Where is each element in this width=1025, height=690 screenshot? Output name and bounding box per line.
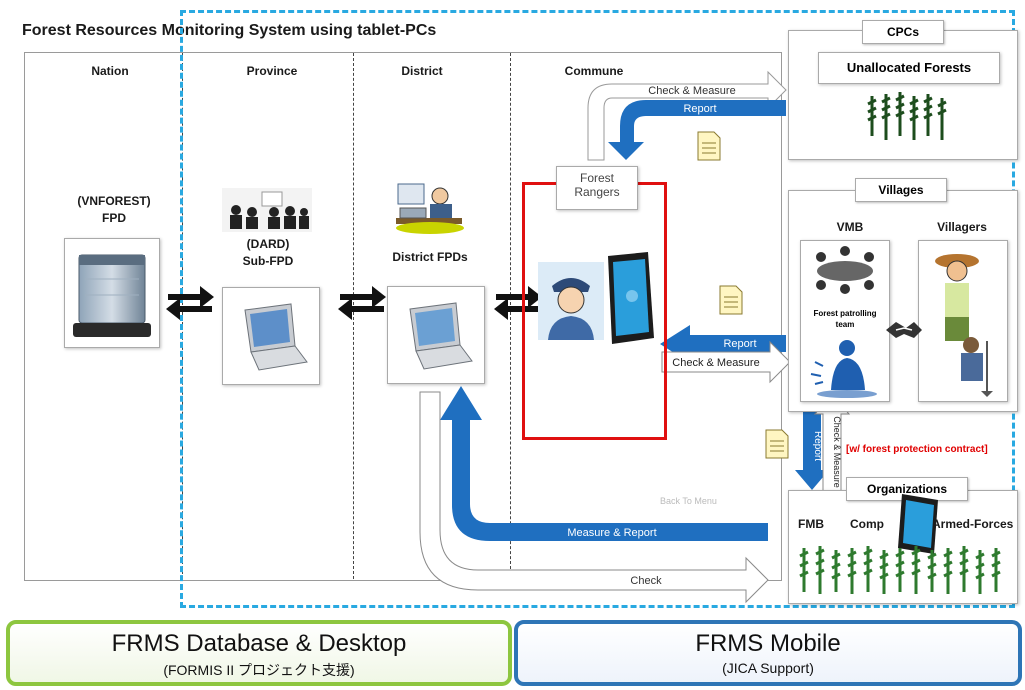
check-measure-top-text: Check & Measure: [648, 85, 735, 97]
server-panel: [64, 238, 160, 348]
handshake-icon: [886, 322, 922, 338]
check-measure-top-arrow: [587, 70, 787, 161]
sync-arrows-icon: [166, 286, 214, 320]
cpcs-tag: CPCs: [862, 20, 944, 44]
report-top-arrow-shape: [608, 100, 786, 160]
document-icon: [697, 131, 721, 161]
check-bottom-arrow: [419, 391, 769, 604]
server-icon: [73, 254, 151, 337]
measure-report-text: Measure & Report: [567, 527, 656, 539]
faint-label: Back To Menu: [660, 496, 717, 506]
unallocated-forests-label: Unallocated Forests: [818, 52, 1000, 84]
meeting-icon: [222, 188, 312, 232]
report-vert-text: Report: [812, 431, 823, 461]
admin-levels-frame: [24, 52, 782, 581]
column-divider: [353, 53, 354, 579]
report-vert-arrow: [795, 396, 829, 490]
column-header-commune: Commune: [564, 64, 624, 78]
villagers-panel: [918, 240, 1008, 402]
database-desktop-subtitle: (FORMIS II プロジェクト支援): [163, 662, 355, 678]
comp-label: Comp: [850, 517, 884, 531]
district-laptop-panel: [387, 286, 485, 384]
province-label-line1: (DARD): [246, 237, 290, 251]
nation-label-line2: FPD: [102, 211, 126, 225]
laptop-icon: [409, 302, 473, 370]
check-measure-mid-text: Check & Measure: [672, 357, 759, 369]
sync-arrows-icon: [494, 286, 542, 320]
rangers-label-line1: Forest: [579, 171, 614, 185]
document-icon: [719, 285, 743, 315]
database-desktop-title: FRMS Database & Desktop: [111, 630, 407, 657]
rangers-label-box: Forest Rangers: [556, 166, 638, 210]
check-measure-mid-arrow: [661, 340, 791, 384]
column-divider: [510, 53, 511, 579]
rangers-label-line2: Rangers: [574, 185, 620, 199]
laptop-icon: [244, 303, 308, 371]
contract-note: [w/ forest protection contract]: [846, 444, 988, 455]
sync-arrows-icon: [338, 286, 386, 320]
patrol-team-label: Forest patrolling team: [813, 309, 877, 329]
document-icon: [765, 429, 789, 459]
armed-forces-label: Armed-Forces: [932, 517, 1014, 531]
check-measure-vert-text: Check & Measure: [832, 416, 842, 488]
measure-report-arrow: [440, 386, 768, 541]
tablet-icon: [600, 250, 658, 346]
report-mid-arrow: [660, 325, 786, 363]
province-label-line2: Sub-FPD: [242, 254, 294, 268]
trees-icon: [867, 92, 947, 140]
district-label: District FPDs: [392, 250, 468, 264]
nation-label-line1: (VNFOREST): [77, 194, 151, 208]
column-header-province: Province: [246, 64, 298, 78]
ranger-icon: [538, 262, 604, 340]
trees-icon: [799, 546, 1001, 594]
villager-icon: [935, 254, 993, 397]
meeting-table-icon: [816, 246, 874, 294]
tablet-icon: [898, 494, 938, 554]
mobile-title: FRMS Mobile: [695, 630, 841, 657]
province-laptop-panel: [222, 287, 320, 385]
mobile-subtitle: (JICA Support): [722, 660, 814, 676]
vmb-label: VMB: [836, 220, 864, 234]
report-top-text: Report: [683, 103, 716, 115]
organizations-tag: Organizations: [846, 477, 968, 501]
villages-tag: Villages: [855, 178, 947, 202]
column-header-district: District: [401, 64, 443, 78]
fmb-label: FMB: [798, 517, 824, 531]
database-desktop-banner: FRMS Database & Desktop (FORMIS II プロジェク…: [6, 620, 512, 686]
villagers-label: Villagers: [937, 220, 987, 234]
officer-desk-icon: [392, 178, 468, 238]
report-mid-text: Report: [723, 338, 756, 350]
patrol-icon: [810, 340, 877, 398]
check-bottom-text: Check: [630, 575, 662, 587]
vmb-panel: Forest patrolling team: [800, 240, 890, 402]
column-header-nation: Nation: [91, 64, 129, 78]
mobile-banner: FRMS Mobile (JICA Support): [514, 620, 1022, 686]
diagram-title: Forest Resources Monitoring System using…: [22, 22, 437, 39]
